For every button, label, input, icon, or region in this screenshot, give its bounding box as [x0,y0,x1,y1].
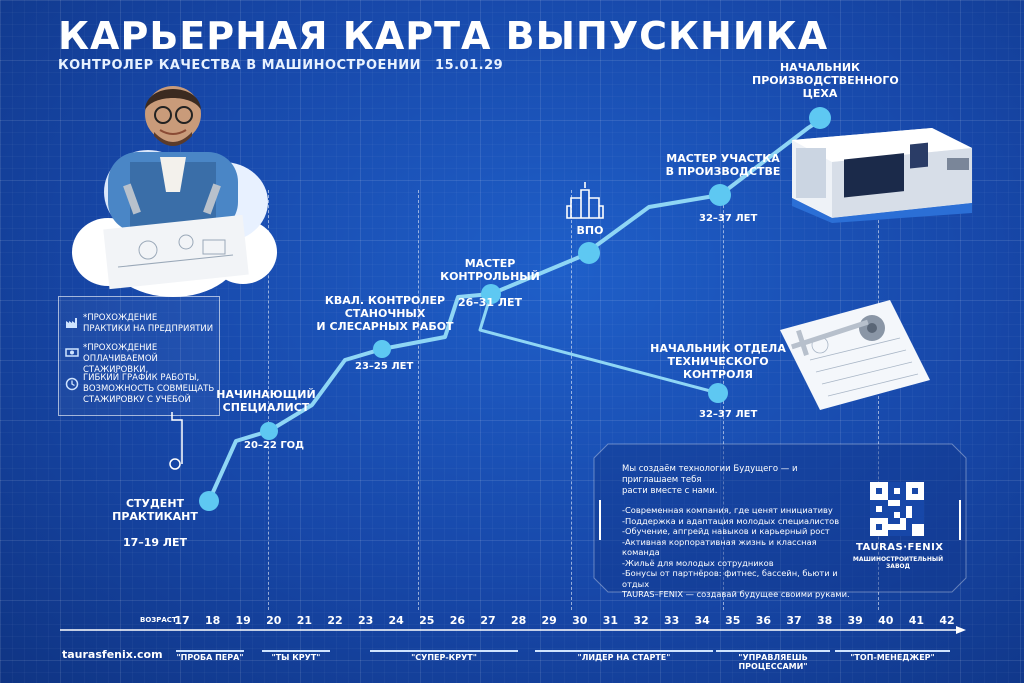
stage-label: "УПРАВЛЯЕШЬ ПРОЦЕССАМИ" [716,650,830,671]
age-controller: 23–25 ЛЕТ [355,361,414,372]
label-shop-head: НАЧАЛЬНИК ПРОИЗВОДСТВЕННОГО ЦЕХА [752,61,899,100]
label-master-section: МАСТЕР УЧАСТКА В ПРОИЗВОДСТВЕ [665,152,781,178]
age-junior: 20–22 ГОД [244,440,305,451]
stage-divider [878,190,879,610]
stage-label: "ТОП-МЕНЕДЖЕР" [835,650,950,662]
age-axis-label: ВОЗРАСТ [140,616,177,624]
stage-divider [571,190,572,610]
age-tick: 19 [235,614,251,627]
career-branch-line [478,293,719,395]
page-subtitle: КОНТРОЛЕР КАЧЕСТВА В МАШИНОСТРОЕНИИ 15.01… [58,58,503,73]
benefit-item: *ПРОХОЖДЕНИЕ ОПЛАЧИВАЕМОЙ СТАЖИРОВКИ, [83,343,158,375]
age-tick: 26 [449,614,466,627]
subtitle-text: КОНТРОЛЕР КАЧЕСТВА В МАШИНОСТРОЕНИИ [58,58,422,73]
cnc-machine-image [792,128,972,223]
age-tick: 17 [174,614,190,627]
label-vpo: ВПО [576,224,604,237]
stage-divider [418,190,419,610]
label-master-control-title: МАСТЕР КОНТРОЛЬНЫЙ [440,257,540,283]
clock-icon [65,377,79,391]
age-tick: 30 [572,614,588,627]
age-tick: 37 [786,614,802,627]
benefits-connector [169,412,183,470]
info-item: -Активная корпоративная жизнь и классная… [622,536,817,558]
node-vpo [578,242,600,264]
age-tick: 20 [266,614,282,627]
info-item: TAURAS–FENIX — создавай будущее своими р… [622,589,850,599]
stage-divider [268,190,269,610]
info-item: -Бонусы от партнёров: фитнес, бассейн, б… [622,568,838,589]
factory-icon [66,318,77,328]
benefit-item: *ПРОХОЖДЕНИЕ ПРАКТИКИ НА ПРЕДПРИЯТИИ [83,313,214,334]
stage-label: "ПРОБА ПЕРА" [176,650,244,662]
brand-tagline: МАШИНОСТРОИТЕЛЬНЫЙ ЗАВОД [852,556,944,570]
age-tick: 39 [847,614,863,627]
age-tick: 22 [327,614,343,627]
info-item: -Современная компания, где ценят инициат… [622,505,833,515]
age-tick: 21 [296,614,313,627]
label-student-age: 17–19 ЛЕТ [122,536,188,549]
age-tick: 27 [480,614,496,627]
website-link[interactable]: taurasfenix.com [62,648,163,661]
info-panel: Мы создаём технологии Будущего — и пригл… [622,464,854,600]
age-tick: 40 [878,614,894,627]
age-tick: 34 [694,614,710,627]
page-title: КАРЬЕРНАЯ КАРТА ВЫПУСКНИКА [58,14,829,58]
graduate-photo [72,86,277,297]
info-item: -Жильё для молодых сотрудников [622,557,774,568]
label-master-control-age: 26–31 ЛЕТ [457,296,523,309]
age-master-section: 32–37 ЛЕТ [699,213,758,224]
label-controller: КВАЛ. КОНТРОЛЕР СТАНОЧНЫХ И СЛЕСАРНЫХ РА… [316,294,454,333]
stage-label: "ТЫ КРУТ" [262,650,330,662]
benefits-box: *ПРОХОЖДЕНИЕ ПРАКТИКИ НА ПРЕДПРИЯТИИ *ПР… [58,296,220,416]
info-panel-frame [593,443,967,593]
university-icon [566,182,604,219]
stage-label: "ЛИДЕР НА СТАРТЕ" [535,650,713,662]
benefit-item: ГИБКИЙ ГРАФИК РАБОТЫ, ВОЗМОЖНОСТЬ СОВМЕЩ… [83,373,215,405]
age-tick: 32 [633,614,649,627]
age-tick: 36 [755,614,772,627]
qr-code[interactable] [870,482,924,536]
blueprint-image [780,300,930,410]
age-tick: 42 [939,614,955,627]
age-tick: 41 [908,614,925,627]
node-master-section [709,184,731,206]
node-student [199,491,219,511]
money-icon [65,348,79,357]
age-tick: 25 [419,614,435,627]
age-tick: 35 [725,614,741,627]
node-junior [260,422,278,440]
label-junior: НАЧИНАЮЩИЙ СПЕЦИАЛИСТ [216,388,316,414]
label-student: СТУДЕНТ ПРАКТИКАНТ 17–19 ЛЕТ [108,484,202,549]
label-qc-head: НАЧАЛЬНИК ОТДЕЛА ТЕХНИЧЕСКОГО КОНТРОЛЯ [650,342,786,381]
age-tick: 38 [816,614,833,627]
age-tick: 31 [602,614,619,627]
node-master-control [481,284,501,304]
age-tick: 29 [541,614,557,627]
label-student-title: СТУДЕНТ ПРАКТИКАНТ [112,497,198,523]
age-tick: 33 [663,614,680,627]
brand-name: TAURAS·FENIX [856,542,944,553]
stage-label: "СУПЕР-КРУТ" [370,650,518,662]
node-controller [373,340,391,358]
age-tick: 24 [388,614,404,627]
age-qc-head: 32–37 ЛЕТ [699,409,758,420]
node-shop-head [809,107,831,129]
age-tick: 28 [510,614,527,627]
age-tick: 18 [204,614,221,627]
info-item: -Обучение, апгрейд навыков и карьерный р… [622,526,830,536]
label-master-control: МАСТЕР КОНТРОЛЬНЫЙ 26–31 ЛЕТ [432,244,548,309]
info-item: -Поддержка и адаптация молодых специалис… [622,515,840,526]
info-intro: Мы создаём технологии Будущего — и пригл… [622,464,798,496]
age-axis [60,626,966,634]
node-qc-head [708,383,728,403]
subtitle-date: 15.01.29 [435,58,504,73]
age-tick: 23 [357,614,374,627]
